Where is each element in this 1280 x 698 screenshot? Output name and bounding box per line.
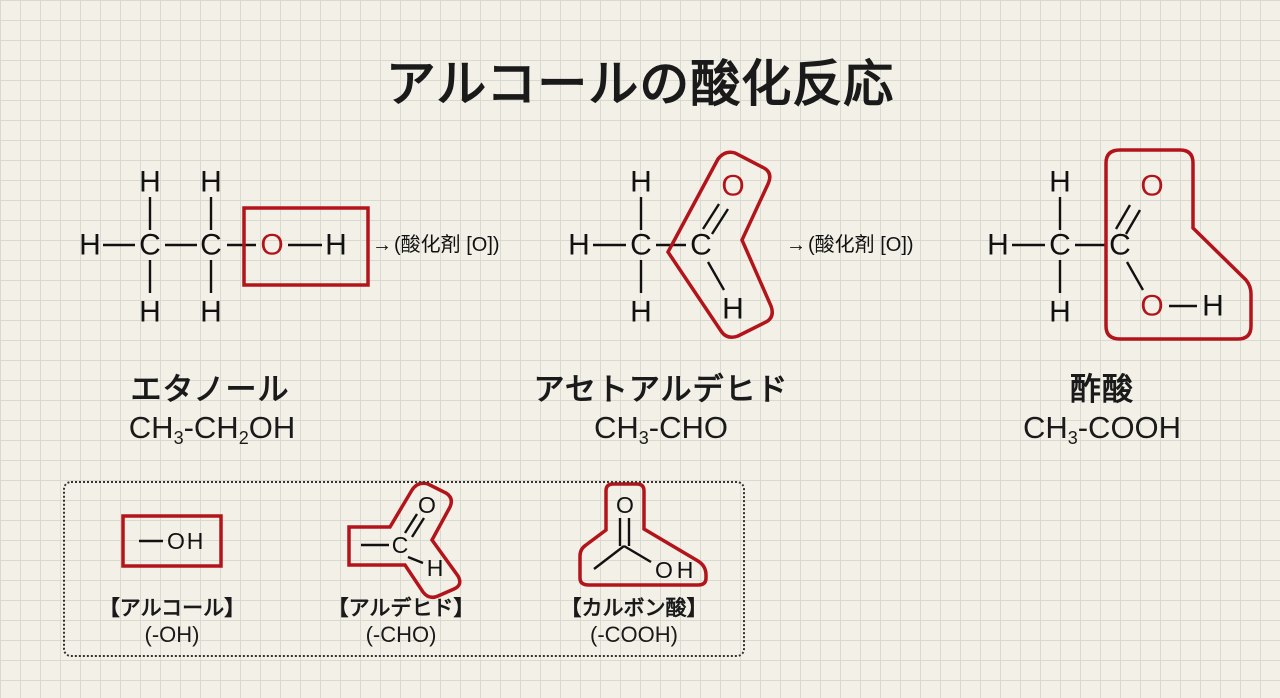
formula-subscript: 2	[238, 428, 249, 448]
compound-name-acetaldehyde: アセトアルデヒド	[533, 372, 789, 408]
atom-h: H	[630, 166, 652, 199]
atom-o: O	[418, 492, 436, 518]
legend-hydroxyl-highlight	[121, 514, 223, 568]
atom-h: H	[677, 557, 694, 583]
hydroxyl-highlight	[242, 206, 370, 287]
atom-h: H	[200, 296, 222, 329]
legend-aldehyde-highlight	[347, 481, 462, 600]
atom-h: H	[1049, 296, 1071, 329]
legend-label-carboxylic: 【カルボン酸】	[560, 596, 708, 620]
atom-o: O	[260, 229, 283, 262]
atom-c: C	[200, 229, 222, 262]
formula-part: CH	[593, 410, 639, 445]
ethanol-structure: H C C H H H H O H	[79, 166, 370, 329]
atom-c: C	[1109, 229, 1131, 262]
atom-o: O	[616, 492, 634, 518]
atom-h: H	[1202, 290, 1224, 323]
legend-group-aldehyde: (-CHO)	[365, 622, 437, 647]
atom-h: H	[630, 296, 652, 329]
legend-carboxylic-fragment: O O H	[578, 482, 708, 587]
reagent-label: (酸化剤 [O])	[808, 233, 914, 256]
atom-o: O	[655, 557, 673, 583]
page-title: アルコールの酸化反応	[385, 55, 895, 113]
formula-part: -CHO	[648, 410, 728, 445]
atom-h: H	[427, 555, 444, 581]
legend-aldehyde-fragment: C O H	[347, 481, 462, 600]
atom-h: H	[187, 528, 204, 554]
compound-name-ethanol: エタノール	[130, 372, 290, 408]
atom-h: H	[722, 293, 744, 326]
reaction-arrow-1: → (酸化剤 [O])	[372, 233, 500, 256]
legend-alcohol-fragment: O H	[121, 514, 223, 568]
atom-c: C	[1049, 229, 1071, 262]
atom-o: O	[167, 528, 185, 554]
atom-h: H	[325, 229, 347, 262]
arrow-glyph: →	[372, 234, 392, 256]
atom-h: H	[79, 229, 101, 262]
atom-o: O	[721, 170, 744, 203]
atom-h: H	[139, 166, 161, 199]
formula-acetic-acid: CH3-COOH	[922, 410, 1280, 448]
formula-part: -COOH	[1077, 410, 1182, 445]
aldehyde-highlight	[665, 150, 774, 339]
formula-part: CH	[1022, 410, 1068, 445]
formula-part: -CH	[183, 410, 239, 445]
atom-h: H	[139, 296, 161, 329]
legend-carboxyl-highlight	[578, 482, 708, 587]
atom-h: H	[568, 229, 590, 262]
formula-ethanol: CH3-CH2OH	[32, 410, 392, 448]
atom-c: C	[630, 229, 652, 262]
legend-label-alcohol: 【アルコール】	[98, 596, 246, 620]
formula-part: CH	[128, 410, 174, 445]
legend-group-alcohol: (-OH)	[144, 622, 200, 647]
formula-acetaldehyde: CH3-CHO	[481, 410, 841, 448]
atom-c: C	[690, 229, 712, 262]
reaction-arrow-2: → (酸化剤 [O])	[786, 233, 914, 256]
atom-c: C	[392, 532, 409, 558]
acetaldehyde-structure: H C H H C O H	[568, 150, 774, 339]
legend-group-carboxylic: (-COOH)	[590, 622, 678, 647]
atom-c: C	[139, 229, 161, 262]
arrow-glyph: →	[786, 234, 806, 256]
formula-subscript: 3	[638, 428, 649, 448]
reagent-label: (酸化剤 [O])	[394, 233, 500, 256]
carboxyl-highlight	[1104, 148, 1253, 341]
atom-h: H	[1049, 166, 1071, 199]
acetic-acid-structure: H C H H C O O H	[987, 148, 1253, 341]
atom-o: O	[1140, 290, 1163, 323]
atom-h: H	[987, 229, 1009, 262]
functional-group-legend	[63, 481, 745, 657]
atom-h: H	[200, 166, 222, 199]
atom-o: O	[1140, 170, 1163, 203]
formula-part: OH	[248, 410, 296, 445]
legend-label-aldehyde: 【アルデヒド】	[327, 596, 475, 620]
formula-subscript: 3	[173, 428, 184, 448]
formula-subscript: 3	[1067, 428, 1078, 448]
compound-name-acetic-acid: 酢酸	[1070, 372, 1134, 408]
